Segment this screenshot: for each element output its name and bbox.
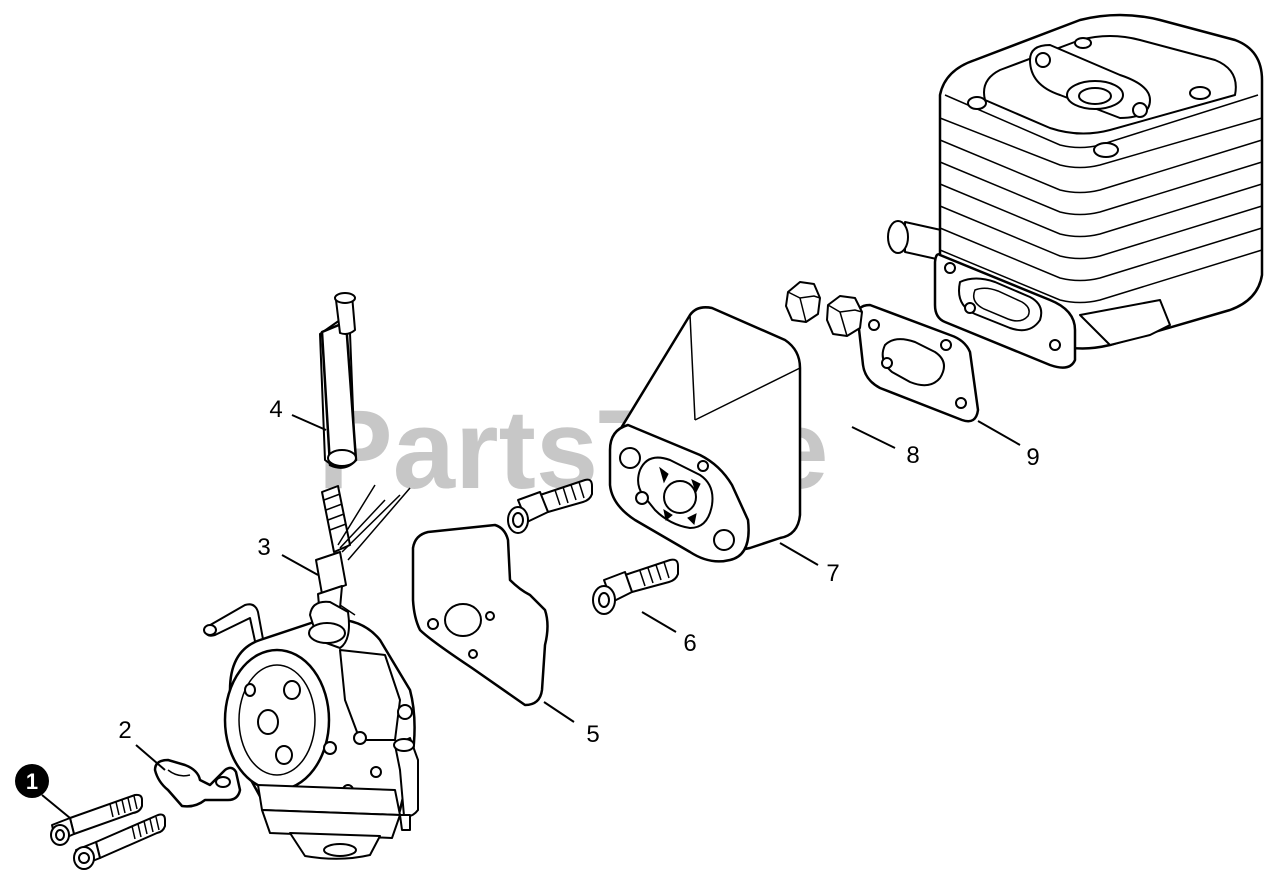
fuel-sleeve[interactable] xyxy=(319,292,358,469)
callout-9[interactable]: 9 xyxy=(1026,444,1039,471)
callout-3[interactable]: 3 xyxy=(257,534,270,561)
insulator-block[interactable] xyxy=(608,306,802,563)
throttle-clip[interactable] xyxy=(153,758,242,808)
screw-part-lower[interactable] xyxy=(73,813,166,870)
callout-1-label: 1 xyxy=(26,769,38,794)
cylinder-part[interactable] xyxy=(887,13,1264,369)
nut-part-left[interactable] xyxy=(785,281,821,323)
cylinder-gasket[interactable] xyxy=(856,303,980,423)
bolt-part-lower[interactable] xyxy=(592,558,679,615)
callout-1[interactable]: 1 xyxy=(15,764,49,798)
callout-8[interactable]: 8 xyxy=(906,442,919,469)
callout-4[interactable]: 4 xyxy=(269,396,282,423)
callout-7[interactable]: 7 xyxy=(826,560,839,587)
carburetor-assembly xyxy=(203,600,419,860)
screw-part-upper[interactable] xyxy=(50,793,143,846)
callout-6[interactable]: 6 xyxy=(683,630,696,657)
bolt-part-upper[interactable] xyxy=(507,478,593,534)
nut-part-right[interactable] xyxy=(826,295,863,337)
callout-5[interactable]: 5 xyxy=(586,721,599,748)
callout-2[interactable]: 2 xyxy=(118,717,131,744)
carburetor-gasket[interactable] xyxy=(411,523,549,707)
leader-lines xyxy=(41,414,1021,819)
